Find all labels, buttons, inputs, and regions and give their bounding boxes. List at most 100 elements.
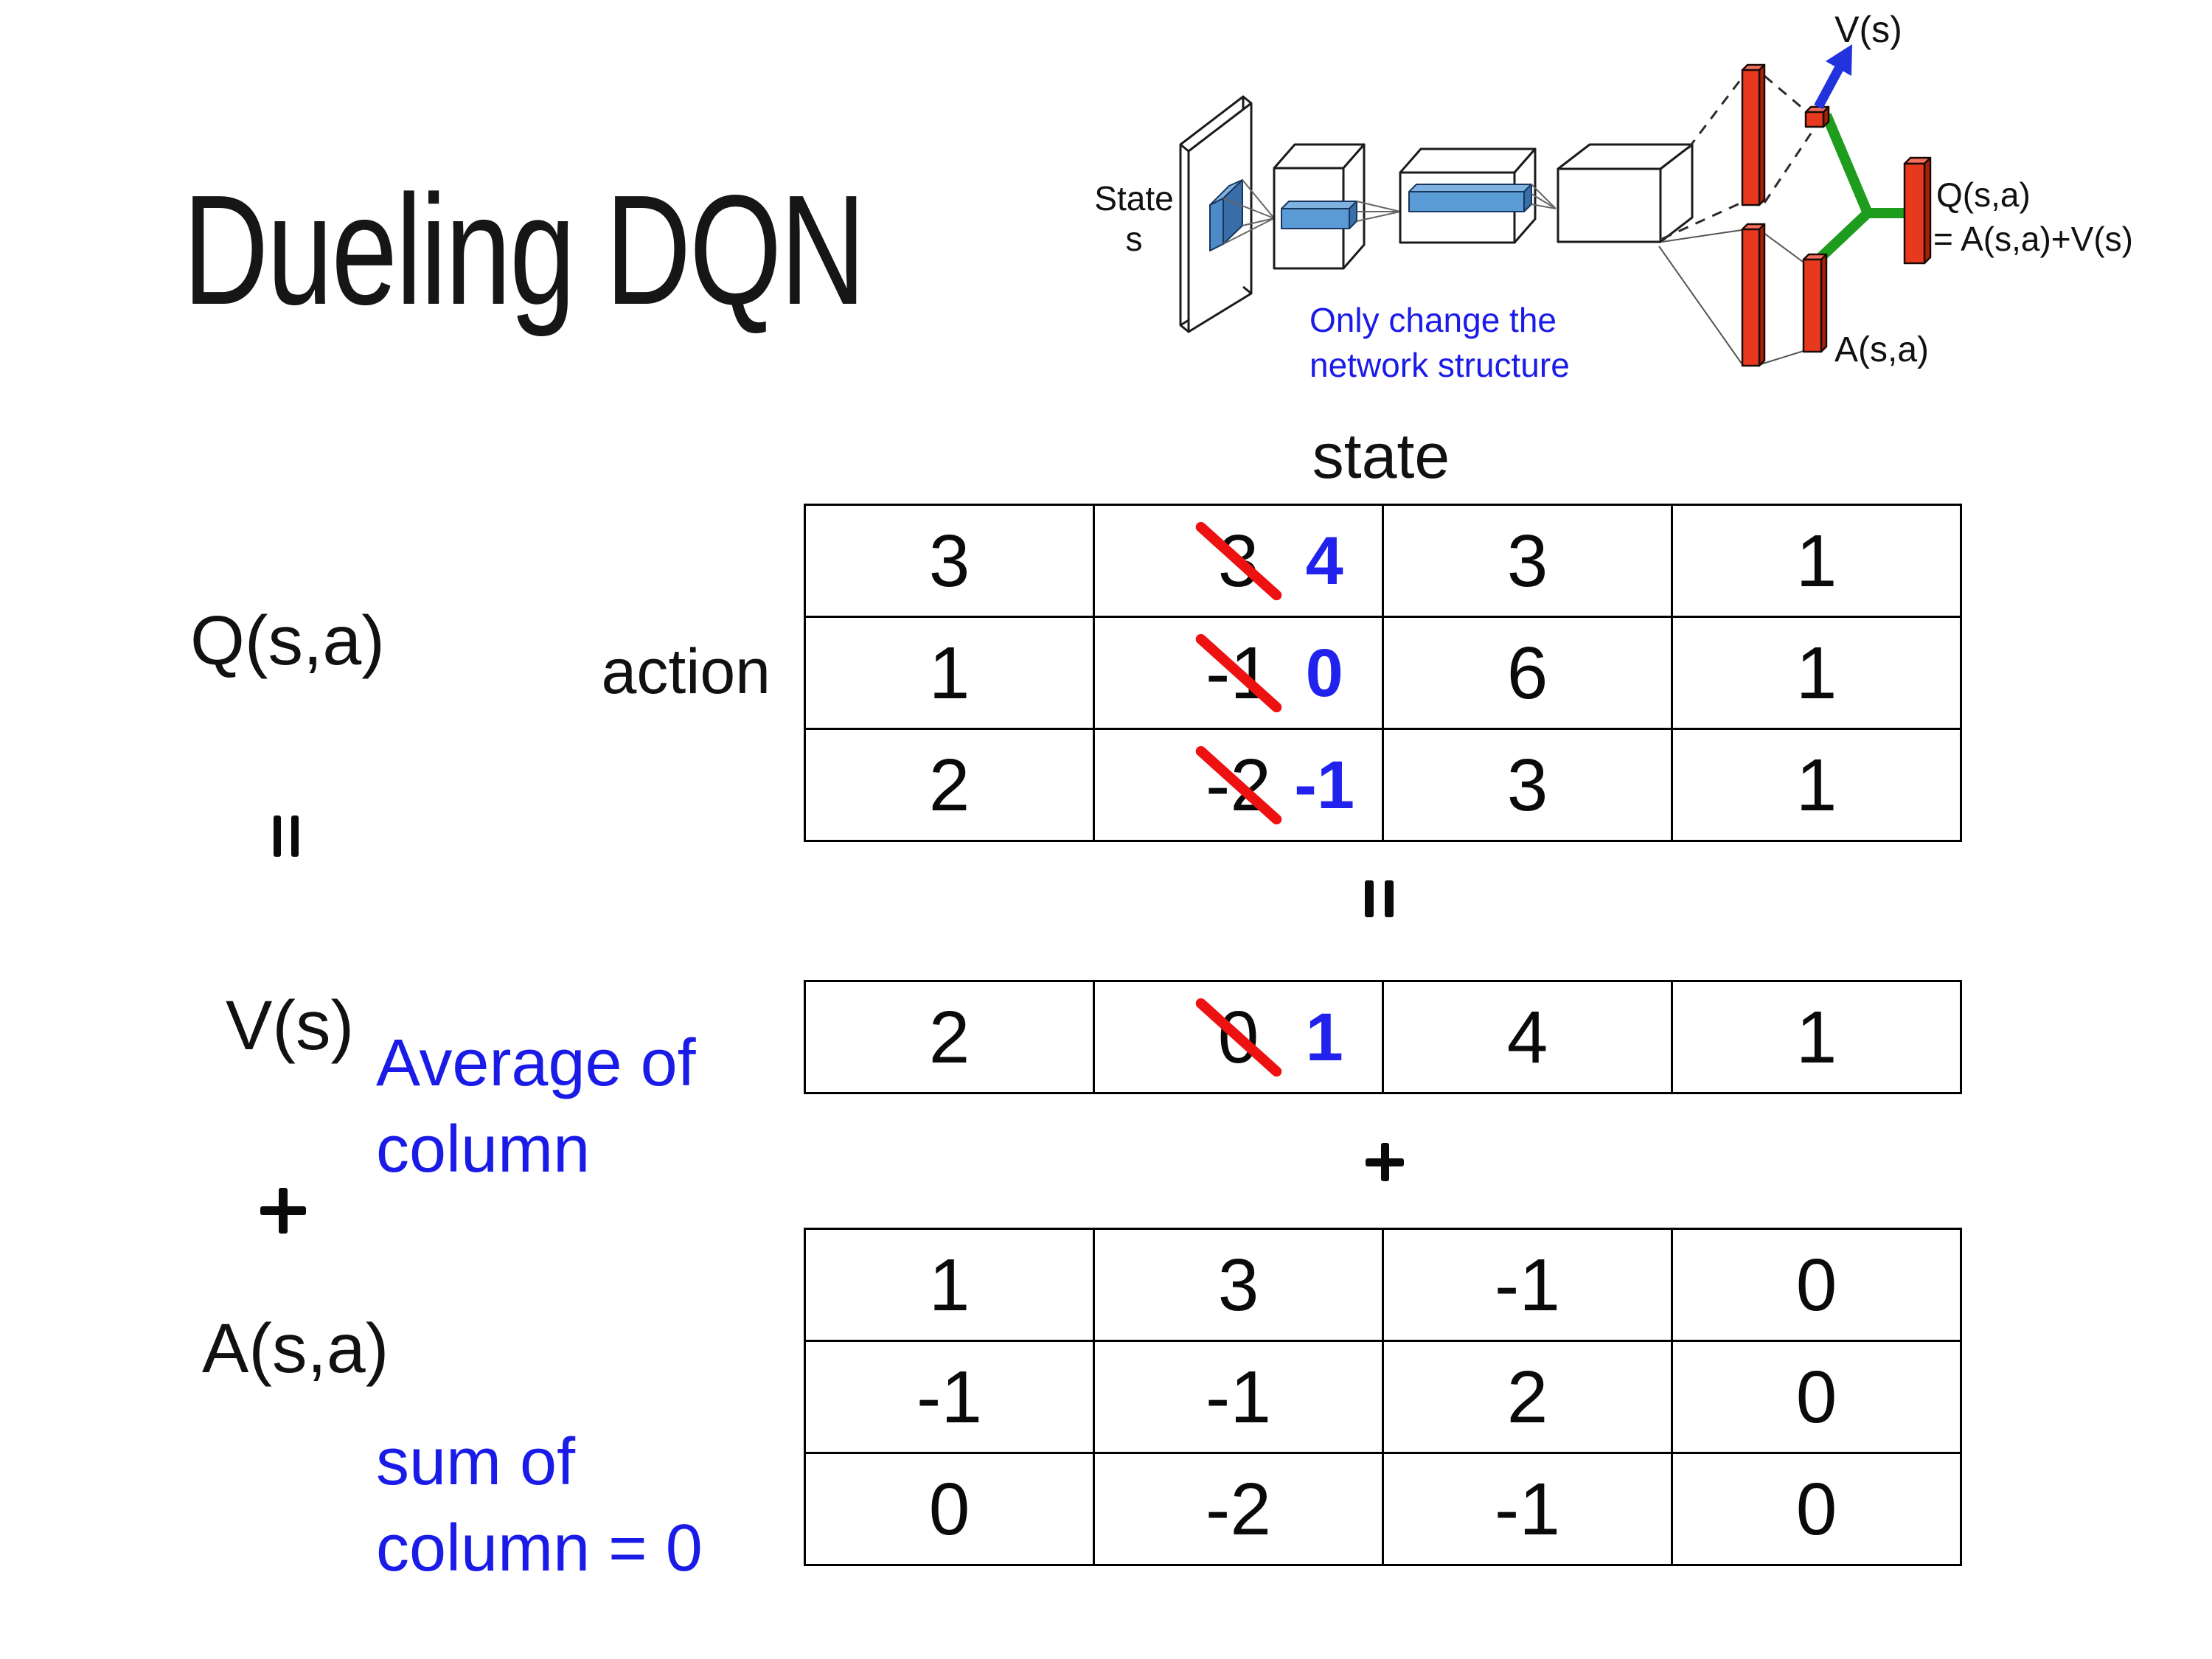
slide-title: Dueling DQN — [183, 162, 866, 337]
conv-projection-lines-1 — [1222, 179, 1275, 245]
conv-filter-2 — [1281, 201, 1357, 229]
q-cell-r0c2: 3 — [1384, 506, 1671, 616]
a-cell-r1c3: 0 — [1673, 1342, 1960, 1452]
cell-value: 2 — [1506, 1355, 1548, 1439]
v-cell-c0: 2 — [806, 982, 1093, 1092]
cell-value: 6 — [1506, 631, 1548, 714]
v-output-label: V(s) — [1834, 9, 1902, 50]
cell-value: 3 — [1506, 743, 1548, 827]
q-cell-r1c3: 1 — [1673, 618, 1960, 728]
q-matrix-label: Q(s,a) — [190, 602, 385, 680]
cell-value: -1 — [1495, 1243, 1560, 1326]
a-cell-r0c2: -1 — [1384, 1230, 1671, 1340]
a-table: 1 3 -1 0 -1 -1 2 0 0 -2 -1 0 — [804, 1228, 1962, 1566]
a-cell-r2c2: -1 — [1384, 1454, 1671, 1564]
network-note-line2: network structure — [1310, 346, 1570, 384]
v-table: 2 0 1 4 1 — [804, 980, 1962, 1094]
a-cell-r1c0: -1 — [806, 1342, 1093, 1452]
v-output-arrow — [1814, 44, 1852, 110]
average-of-column-note: Average of column — [376, 1020, 696, 1193]
q-cell-r0c0: 3 — [806, 506, 1093, 616]
v-cell-c1: 0 1 — [1095, 982, 1382, 1092]
q-cell-r1c2: 6 — [1384, 618, 1671, 728]
plus-sign-center — [1366, 1143, 1404, 1181]
cell-value: 2 — [928, 995, 970, 1079]
q-output-label-line2: = A(s,a)+V(s) — [1933, 220, 2133, 258]
a-output-label: A(s,a) — [1834, 330, 1929, 369]
conv-box-4 — [1557, 143, 1694, 243]
q-cell-r2c0: 2 — [806, 730, 1093, 840]
a-cell-r2c1: -2 — [1095, 1454, 1382, 1564]
v-stream-dashed-lines — [1661, 74, 1812, 240]
state-input-label: State — [1094, 179, 1173, 218]
plus-sign-left — [260, 1188, 306, 1234]
v-scalar-box — [1804, 105, 1830, 128]
cell-value: 1 — [1795, 743, 1837, 827]
cell-new-value: 4 — [1305, 523, 1343, 599]
conv-projection-lines-3 — [1531, 184, 1557, 209]
v-matrix-label: V(s) — [226, 987, 355, 1065]
cell-value: -1 — [917, 1355, 982, 1439]
average-note-line1: Average of — [376, 1026, 696, 1100]
cell-value: 4 — [1506, 995, 1548, 1079]
equals-sign-rotated-center — [1365, 880, 1394, 917]
q-cell-r2c1: -2 -1 — [1095, 730, 1382, 840]
q-cell-r2c2: 3 — [1384, 730, 1671, 840]
conv-filter-3 — [1408, 184, 1532, 212]
a-cell-r2c0: 0 — [806, 1454, 1093, 1564]
a-matrix-label: A(s,a) — [202, 1310, 389, 1388]
sum-note-line2: column = 0 — [376, 1512, 703, 1585]
q-cell-r1c1: -1 0 — [1095, 618, 1382, 728]
cell-value: 2 — [928, 743, 970, 827]
cell-value: 0 — [928, 1467, 970, 1551]
conv-filter-1 — [1209, 179, 1243, 251]
a-cell-r0c1: 3 — [1095, 1230, 1382, 1340]
cell-value: -1 — [1206, 1355, 1271, 1439]
q-output-label-line1: Q(s,a) — [1936, 175, 2031, 214]
cell-value: 1 — [928, 1243, 970, 1326]
cell-value: 1 — [928, 631, 970, 714]
cell-value: 0 — [1795, 1355, 1837, 1439]
q-table: 3 3 4 3 1 1 -1 0 6 1 2 -2 -1 3 1 — [804, 504, 1962, 842]
cell-value: -2 — [1206, 1467, 1271, 1551]
cell-value: 3 — [1217, 1243, 1259, 1326]
cell-value: 3 — [1506, 519, 1548, 602]
a-cell-r1c1: -1 — [1095, 1342, 1382, 1452]
cell-new-value: 1 — [1305, 999, 1343, 1075]
equals-sign-rotated-left — [274, 815, 299, 857]
cell-value: 0 — [1795, 1243, 1837, 1326]
dueling-network-diagram: State s V(s) Q(s,a) = A(s,a)+V(s) A(s,a)… — [1094, 9, 2133, 384]
cell-value: 1 — [1795, 519, 1837, 602]
cell-value: 1 — [1795, 631, 1837, 714]
a-cell-r0c0: 1 — [806, 1230, 1093, 1340]
v-cell-c3: 1 — [1673, 982, 1960, 1092]
cell-value: 1 — [1795, 995, 1837, 1079]
cell-value: -1 — [1495, 1467, 1560, 1551]
network-note-line1: Only change the — [1310, 301, 1557, 339]
cell-value: 3 — [928, 519, 970, 602]
q-cell-r2c3: 1 — [1673, 730, 1960, 840]
sum-note-line1: sum of — [376, 1425, 576, 1499]
cell-new-value: -1 — [1294, 747, 1355, 823]
state-axis-label: state — [1312, 421, 1450, 492]
sum-of-column-note: sum of column = 0 — [376, 1419, 703, 1592]
a-cell-r0c3: 0 — [1673, 1230, 1960, 1340]
state-input-label-s: s — [1126, 220, 1143, 258]
average-note-line2: column — [376, 1113, 591, 1186]
cell-new-value: 0 — [1305, 635, 1343, 711]
fc-bar-a-hidden — [1741, 223, 1766, 367]
q-cell-r1c0: 1 — [806, 618, 1093, 728]
q-output-bar — [1903, 156, 1932, 265]
conv-projection-lines-2 — [1356, 201, 1401, 222]
fc-bar-v-hidden — [1741, 63, 1766, 206]
v-cell-c2: 4 — [1384, 982, 1671, 1092]
q-cell-r0c1: 3 4 — [1095, 506, 1382, 616]
q-cell-r0c3: 1 — [1673, 506, 1960, 616]
a-cell-r2c3: 0 — [1673, 1454, 1960, 1564]
a-stream-lines — [1658, 229, 1804, 365]
action-axis-label: action — [601, 636, 771, 707]
aggregation-link-green — [1812, 113, 1907, 267]
a-vector-bar — [1802, 253, 1828, 353]
a-cell-r1c2: 2 — [1384, 1342, 1671, 1452]
